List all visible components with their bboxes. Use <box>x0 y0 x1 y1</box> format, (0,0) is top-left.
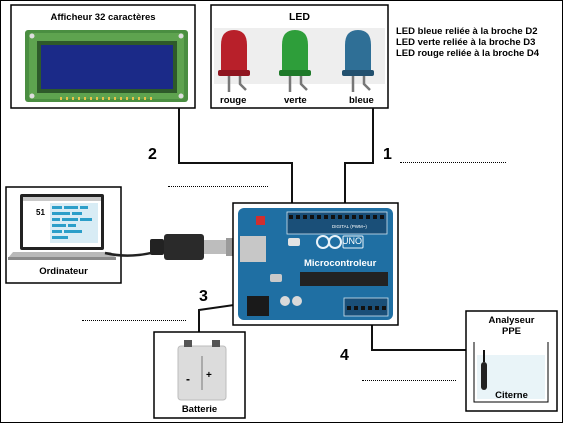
led-red <box>221 30 247 74</box>
computer <box>5 186 122 284</box>
led-note-3: LED rouge reliée à la broche D4 <box>396 48 540 59</box>
arduino-digital-header: DIGITAL (PWM~) <box>332 224 367 229</box>
wire-1 <box>344 108 374 213</box>
lcd-title: Afficheur 32 caractères <box>50 12 156 23</box>
answer-line-3 <box>82 320 186 321</box>
wire-2 <box>178 108 293 213</box>
led-note-1: LED bleue reliée à la broche D2 <box>396 26 538 37</box>
computer-screen-value: 51 <box>36 208 45 217</box>
led-module <box>210 4 389 109</box>
connection-number-4: 4 <box>340 347 349 364</box>
connection-number-2: 2 <box>148 146 157 163</box>
answer-line-4 <box>362 380 456 381</box>
arduino-label: Microcontroleur <box>304 258 377 269</box>
analyzer-title-line1: Analyseur <box>488 315 535 326</box>
computer-label: Ordinateur <box>39 266 88 277</box>
led-label-blue: bleue <box>349 95 374 106</box>
led-blue <box>345 30 371 74</box>
usb-cable <box>104 234 242 260</box>
arduino-board <box>232 202 399 326</box>
answer-line-1 <box>400 162 506 163</box>
led-label-red: rouge <box>220 95 247 106</box>
lcd-screen <box>41 45 173 89</box>
battery-plus: + <box>206 370 212 381</box>
led-title: LED <box>289 11 310 23</box>
analyzer <box>465 310 558 412</box>
led-note-2: LED verte reliée à la broche D3 <box>396 37 536 48</box>
battery-minus: - <box>186 372 190 386</box>
led-label-green: verte <box>284 95 307 106</box>
tank-label: Citerne <box>495 390 528 401</box>
answer-line-2 <box>168 186 268 187</box>
arduino-brand: UNO <box>342 236 362 246</box>
connection-number-3: 3 <box>199 288 208 305</box>
analyzer-title-line2: PPE <box>501 326 521 337</box>
led-green <box>282 30 308 74</box>
battery <box>153 331 246 419</box>
lcd-module <box>10 4 196 109</box>
connection-number-1: 1 <box>383 146 392 163</box>
battery-label: Batterie <box>181 404 218 415</box>
